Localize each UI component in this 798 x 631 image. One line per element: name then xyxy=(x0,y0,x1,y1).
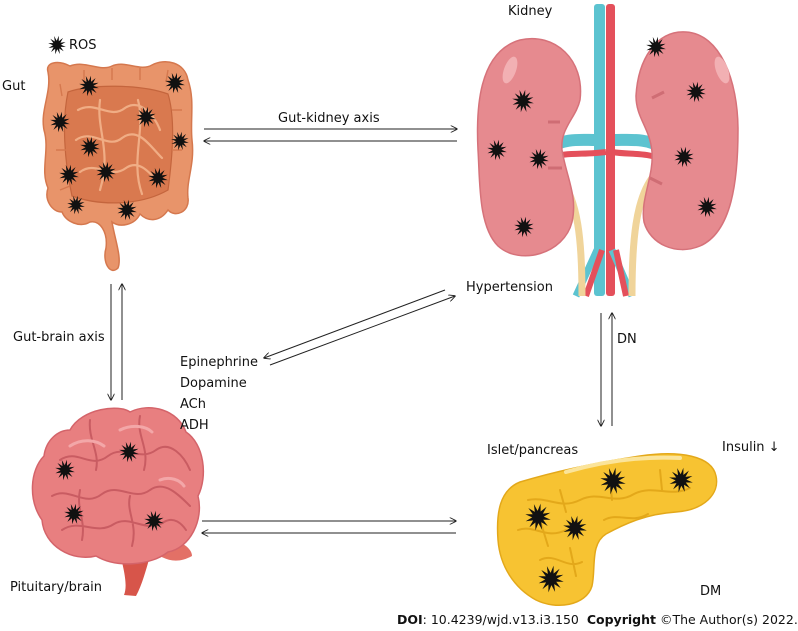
doi-label: DOI xyxy=(397,612,423,627)
neurotransmitter-list: Epinephrine Dopamine ACh ADH xyxy=(180,352,258,436)
neurotransmitter-item: ACh xyxy=(180,397,206,412)
ros-marker-kidney xyxy=(697,196,717,218)
ros-marker-gut xyxy=(171,131,189,151)
gut-label: Gut xyxy=(2,79,26,94)
neurotransmitter-item: Epinephrine xyxy=(180,355,258,370)
ros-marker-gut xyxy=(50,111,70,133)
ros-marker-kidney xyxy=(529,148,549,170)
brain-illustration xyxy=(31,407,205,596)
dn-label: DN xyxy=(617,332,637,347)
copyright-label: Copyright xyxy=(586,612,656,627)
ros-marker-gut xyxy=(136,106,156,128)
ros-marker-gut xyxy=(80,136,100,158)
ros-marker-kidney xyxy=(512,89,534,113)
ros-markers xyxy=(48,35,717,593)
pancreas-label: Islet/pancreas xyxy=(487,443,579,458)
ros-marker-gut xyxy=(96,161,116,183)
brain-label: Pituitary/brain xyxy=(10,580,103,595)
kidney-illustration xyxy=(476,4,739,298)
ros-marker-kidney xyxy=(674,146,694,168)
insulin-label: Insulin ↓ xyxy=(722,440,780,455)
ros-marker-gut xyxy=(165,72,185,94)
ros-marker-brain xyxy=(144,510,164,532)
ros-legend-label: ROS xyxy=(69,38,97,53)
ros-marker-gut xyxy=(148,167,168,189)
gut-kidney-axis-label: Gut-kidney axis xyxy=(278,111,380,126)
ros-legend-icon xyxy=(48,35,66,55)
kidney-label: Kidney xyxy=(508,4,553,19)
doi-value: : 10.4239/wjd.v13.i3.150 xyxy=(422,612,579,627)
ros-marker-brain xyxy=(55,459,75,481)
ros-marker-brain xyxy=(119,441,139,463)
ros-marker-gut xyxy=(117,199,137,221)
figure-footer: DOI: 10.4239/wjd.v13.i3.150 Copyright ©T… xyxy=(397,612,798,627)
copyright-value: ©The Author(s) 2022. xyxy=(655,612,798,627)
pancreas-illustration xyxy=(496,453,718,607)
ros-marker-pancreas xyxy=(563,515,587,541)
gut-brain-axis-label: Gut-brain axis xyxy=(13,330,105,345)
arrow-neuro-to-hypertension xyxy=(269,296,455,366)
gut-illustration xyxy=(42,61,194,271)
neurotransmitter-item: Dopamine xyxy=(180,376,247,391)
neurotransmitter-item: ADH xyxy=(180,418,209,433)
ros-marker-pancreas xyxy=(600,467,626,495)
ros-marker-brain xyxy=(64,503,84,525)
ros-marker-kidney xyxy=(514,216,534,238)
ros-marker-gut xyxy=(79,75,99,97)
ros-marker-kidney xyxy=(646,36,666,58)
ros-marker-pancreas xyxy=(669,467,693,493)
ros-marker-gut xyxy=(67,195,85,215)
ros-marker-gut xyxy=(59,164,79,186)
dm-label: DM xyxy=(700,584,722,599)
ros-marker-pancreas xyxy=(538,565,564,593)
arrow-hypertension-to-neuro xyxy=(264,289,446,358)
hypertension-label: Hypertension xyxy=(466,280,553,295)
ros-marker-kidney xyxy=(487,139,507,161)
ros-marker-pancreas xyxy=(525,503,551,531)
ros-marker-kidney xyxy=(686,81,706,103)
